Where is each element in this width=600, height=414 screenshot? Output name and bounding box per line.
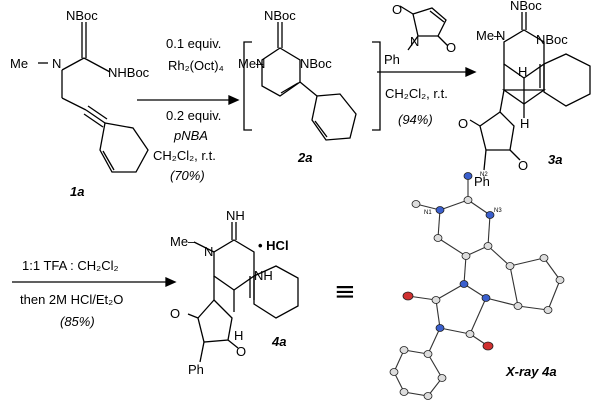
atom-label: N <box>410 34 419 49</box>
atom-label: O <box>518 158 528 173</box>
step3-line2: then 2M HCl/Et₂O <box>20 292 123 307</box>
atom-label: NBoc <box>66 8 98 23</box>
atom-label: NBoc <box>510 0 542 13</box>
atom-label: NBoc <box>300 56 332 71</box>
atom-label: Me– <box>238 56 264 71</box>
compound-label-3a: 3a <box>548 152 562 167</box>
atom-label: • HCl <box>258 238 289 253</box>
atom-label: H <box>518 64 527 79</box>
compound-1a-structure <box>38 22 149 173</box>
step3-line1: 1:1 TFA : CH₂Cl₂ <box>22 258 119 273</box>
atom-label: O <box>446 40 456 55</box>
atom-label: NBoc <box>536 32 568 47</box>
step1-line5: CH₂Cl₂, r.t. <box>153 148 216 163</box>
atom-label: O <box>236 344 246 359</box>
step1-yield: (70%) <box>170 168 205 183</box>
step2-yield: (94%) <box>398 112 433 127</box>
xray-atom-label: N2 <box>480 172 488 178</box>
atom-label: H <box>234 328 243 343</box>
atom-label: N <box>52 56 61 71</box>
compound-2a-structure <box>261 22 357 141</box>
xray-atom-label: N3 <box>494 208 502 214</box>
atom-label: O <box>170 306 180 321</box>
step1-line3: 0.2 equiv. <box>166 108 221 123</box>
compound-label-4a: 4a <box>271 334 286 349</box>
atom-label: Me <box>10 56 28 71</box>
atom-label: Ph <box>474 174 490 189</box>
atom-label: NHBoc <box>108 65 150 80</box>
xray-atoms <box>389 172 565 400</box>
compound-label-1a: 1a <box>70 184 84 199</box>
step2-solvent: CH₂Cl₂, r.t. <box>385 86 448 101</box>
step1-line1: 0.1 equiv. <box>166 36 221 51</box>
atom-label: NBoc <box>264 8 296 23</box>
step3-yield: (85%) <box>60 314 95 329</box>
step1-line2: Rh₂(Oct)₄ <box>168 58 224 73</box>
atom-label: Ph <box>384 52 400 67</box>
atom-label: N <box>204 244 213 259</box>
atom-label: H <box>520 116 529 131</box>
ptad-reagent-structure <box>399 5 449 51</box>
atom-label: NH <box>254 268 273 283</box>
atom-label: Ph <box>188 362 204 377</box>
step1-line4: pNBA <box>173 128 208 143</box>
compound-label-2a: 2a <box>297 150 312 165</box>
atom-label: O <box>458 116 468 131</box>
atom-label: O <box>392 2 402 17</box>
atom-label: NH <box>226 208 245 223</box>
atom-label: N <box>256 56 265 71</box>
compound-4a-structure <box>187 222 299 363</box>
xray-label: X-ray 4a <box>505 364 557 379</box>
compound-3a-structure <box>469 12 591 171</box>
atom-label: N <box>496 28 505 43</box>
equivalence-symbol: ≡ <box>334 277 356 307</box>
xray-ortep-structure <box>393 176 561 397</box>
atom-label: Me– <box>476 28 502 43</box>
atom-label: Me– <box>170 234 196 249</box>
xray-atom-label: N1 <box>424 210 432 216</box>
